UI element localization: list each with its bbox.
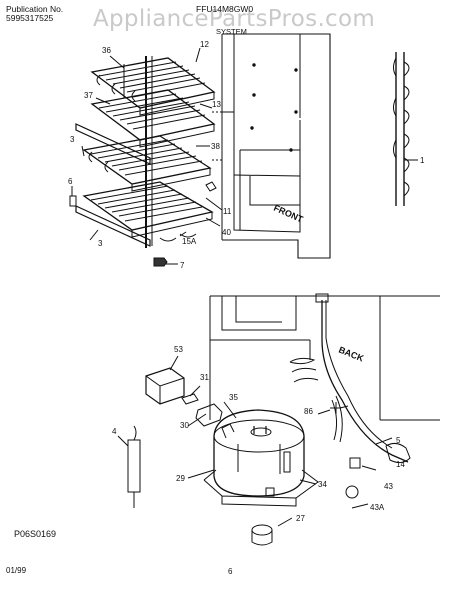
wire-harness (321, 300, 409, 463)
screw-86 (330, 402, 340, 414)
callout-40: 40 (222, 228, 231, 237)
shelf-front-strip-lower (75, 205, 151, 247)
wire-shelf-bottom (82, 181, 214, 242)
page-number: 6 (228, 567, 233, 576)
relay-53 (145, 367, 185, 405)
grommet-27 (251, 524, 273, 536)
callout-13: 13 (212, 100, 221, 109)
part-30 (195, 403, 223, 427)
callout-4: 4 (112, 427, 117, 436)
callout-34: 34 (318, 480, 327, 489)
callout-1: 1 (420, 156, 425, 165)
wire-shelf-2 (90, 89, 216, 148)
callout-30: 30 (180, 421, 189, 430)
callout-36: 36 (102, 46, 111, 55)
rear-cabinet (209, 295, 440, 421)
callout-27: 27 (296, 514, 305, 523)
callout-35: 35 (229, 393, 238, 402)
back-label: BACK (337, 345, 365, 364)
drier-4 (127, 439, 141, 493)
wall-coil (393, 52, 410, 206)
callout-37: 37 (84, 91, 93, 100)
shelf-front-strip-upper (75, 123, 151, 165)
callout-12: 12 (200, 40, 209, 49)
callout-29: 29 (176, 474, 185, 483)
harness-connector-top (315, 293, 329, 303)
section-title: SYSTEM (216, 27, 247, 36)
callout-15a: 15A (182, 237, 197, 246)
clamp-43a (345, 485, 359, 499)
model-number: FFU14M8GW0 (196, 4, 254, 14)
footer-date: 01/99 (6, 566, 27, 575)
cabinet-liner (210, 33, 331, 259)
callout-86: 86 (304, 407, 313, 416)
part-11-clip (205, 181, 217, 192)
callout-43: 43 (384, 482, 393, 491)
callout-14: 14 (396, 460, 405, 469)
callout-3-lower: 3 (98, 239, 103, 248)
callout-31: 31 (200, 373, 209, 382)
part-6-clip (69, 195, 77, 207)
callout-6: 6 (68, 177, 73, 186)
callout-7: 7 (180, 261, 185, 270)
callout-3-upper: 3 (70, 135, 75, 144)
harness-plug (385, 442, 411, 464)
figure-code: P06S0169 (14, 529, 56, 539)
publication-number: 5995317525 (6, 13, 54, 23)
callout-43a: 43A (370, 503, 385, 512)
compressor (203, 409, 319, 507)
part-43 (349, 457, 361, 469)
publication-label: Publication No. (6, 4, 64, 14)
callout-5: 5 (396, 436, 401, 445)
part-7-foot (153, 257, 168, 267)
callout-38: 38 (211, 142, 220, 151)
callout-53: 53 (174, 345, 183, 354)
watermark: AppliancePartsPros.com (93, 6, 376, 32)
callout-11: 11 (223, 207, 232, 216)
